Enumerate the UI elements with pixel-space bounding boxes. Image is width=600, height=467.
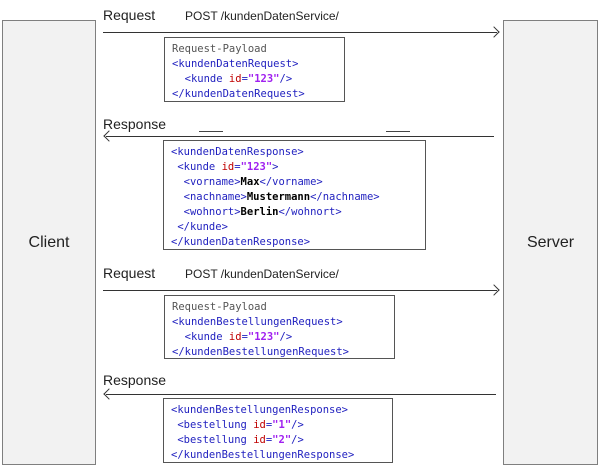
code-line: <nachname>Mustermann</nachname> bbox=[171, 190, 418, 205]
code-line: <kunde id="123"/> bbox=[172, 72, 337, 87]
code-line: </kunde> bbox=[171, 220, 418, 235]
code-token-tag: = bbox=[234, 161, 241, 173]
code-token-tag: /> bbox=[291, 434, 304, 446]
code-token-tag: <nachname> bbox=[171, 191, 247, 203]
code-token-val: "123" bbox=[247, 73, 280, 85]
code-token-tag: /> bbox=[279, 331, 293, 343]
message-1-label: Request bbox=[103, 7, 156, 23]
code-token-tag: <kunde bbox=[172, 331, 229, 343]
response-arrow-2 bbox=[106, 136, 494, 137]
response-arrow-4 bbox=[106, 394, 496, 395]
code-line: </kundenDatenResponse> bbox=[171, 235, 418, 250]
code-token-tag: <kunde bbox=[172, 73, 229, 85]
code-token-comment: Request-Payload bbox=[172, 43, 267, 55]
code-line: Request-Payload bbox=[172, 42, 337, 57]
request-payload-1: Request-Payload <kundenDatenRequest> <kun… bbox=[164, 37, 345, 102]
code-token-attr: id bbox=[253, 434, 266, 446]
response-payload-4: <kundenBestellungenResponse> <bestellung… bbox=[163, 398, 393, 463]
code-token-val: "2" bbox=[272, 434, 292, 446]
code-line: <wohnort>Berlin</wohnort> bbox=[171, 205, 418, 220]
code-line: </kundenBestellungenResponse> bbox=[171, 448, 385, 463]
code-token-tag: </kunde> bbox=[171, 221, 228, 233]
response-arrow-2-mark-right bbox=[386, 131, 410, 132]
request-arrow-1 bbox=[103, 32, 497, 33]
message-2-label: Response bbox=[103, 116, 167, 132]
code-token-tag: </kundenDatenRequest> bbox=[172, 88, 305, 100]
code-token-tag: > bbox=[272, 161, 279, 173]
code-line: <kundenBestellungenRequest> bbox=[172, 315, 387, 330]
code-token-tag: /> bbox=[291, 419, 304, 431]
code-line: <kunde id="123"> bbox=[171, 160, 418, 175]
code-token-tag: = bbox=[241, 331, 248, 343]
code-line: <kundenDatenResponse> bbox=[171, 145, 418, 160]
code-token-tag: /> bbox=[279, 73, 293, 85]
code-token-val: "1" bbox=[272, 419, 292, 431]
code-line: <kundenDatenRequest> bbox=[172, 57, 337, 72]
response-arrow-2-mark-left bbox=[199, 131, 223, 132]
code-line: Request-Payload bbox=[172, 300, 387, 315]
code-line: <kunde id="123"/> bbox=[172, 330, 387, 345]
message-4-label: Response bbox=[103, 372, 167, 388]
code-line: </kundenDatenRequest> bbox=[172, 87, 337, 102]
server-label: Server bbox=[526, 233, 575, 251]
code-line: <bestellung id="1"/> bbox=[171, 418, 385, 433]
code-token-tag: <bestellung bbox=[171, 419, 254, 431]
code-token-tag: <kundenBestellungenResponse> bbox=[171, 404, 349, 416]
code-token-tag: <kundenBestellungenRequest> bbox=[172, 316, 343, 328]
code-token-txt: Max bbox=[240, 176, 260, 188]
code-token-val: "123" bbox=[247, 331, 280, 343]
code-token-txt: Berlin bbox=[240, 206, 279, 218]
code-token-txt: Mustermann bbox=[246, 191, 311, 203]
message-3-label: Request bbox=[103, 265, 156, 281]
code-token-val: "123" bbox=[240, 161, 273, 173]
message-3-endpoint: POST /kundenDatenService/ bbox=[185, 267, 339, 281]
message-1-endpoint: POST /kundenDatenService/ bbox=[185, 9, 339, 23]
code-token-tag: </kundenBestellungenRequest> bbox=[172, 346, 350, 358]
code-token-attr: id bbox=[221, 161, 235, 173]
code-token-tag: </vorname> bbox=[259, 176, 323, 188]
code-line: <vorname>Max</vorname> bbox=[171, 175, 418, 190]
code-token-attr: id bbox=[228, 73, 242, 85]
code-token-tag: <wohnort> bbox=[171, 206, 241, 218]
code-token-comment: Request-Payload bbox=[172, 301, 267, 313]
code-token-tag: <kunde bbox=[171, 161, 222, 173]
response-payload-2: <kundenDatenResponse> <kunde id="123"> <… bbox=[163, 140, 426, 250]
server-box: Server bbox=[503, 20, 598, 465]
request-payload-3: Request-Payload <kundenBestellungenReques… bbox=[164, 295, 395, 359]
code-token-tag: </kundenBestellungenResponse> bbox=[171, 449, 355, 461]
code-token-tag: <kundenDatenResponse> bbox=[171, 146, 304, 158]
code-token-tag: </kundenDatenResponse> bbox=[171, 236, 311, 248]
code-token-tag: <bestellung bbox=[171, 434, 254, 446]
code-line: </kundenBestellungenRequest> bbox=[172, 345, 387, 360]
code-token-attr: id bbox=[228, 331, 242, 343]
code-line: <bestellung id="2"/> bbox=[171, 433, 385, 448]
code-token-attr: id bbox=[253, 419, 266, 431]
code-token-tag: = bbox=[265, 434, 273, 446]
client-box: Client bbox=[2, 20, 96, 465]
code-token-tag: <vorname> bbox=[171, 176, 241, 188]
code-token-tag: <kundenDatenRequest> bbox=[172, 58, 299, 70]
request-arrow-3 bbox=[103, 290, 497, 291]
code-token-tag: = bbox=[265, 419, 273, 431]
client-label: Client bbox=[28, 233, 70, 251]
code-token-tag: = bbox=[241, 73, 248, 85]
code-line: <kundenBestellungenResponse> bbox=[171, 403, 385, 418]
code-token-tag: </wohnort> bbox=[278, 206, 342, 218]
code-token-tag: </nachname> bbox=[310, 191, 380, 203]
